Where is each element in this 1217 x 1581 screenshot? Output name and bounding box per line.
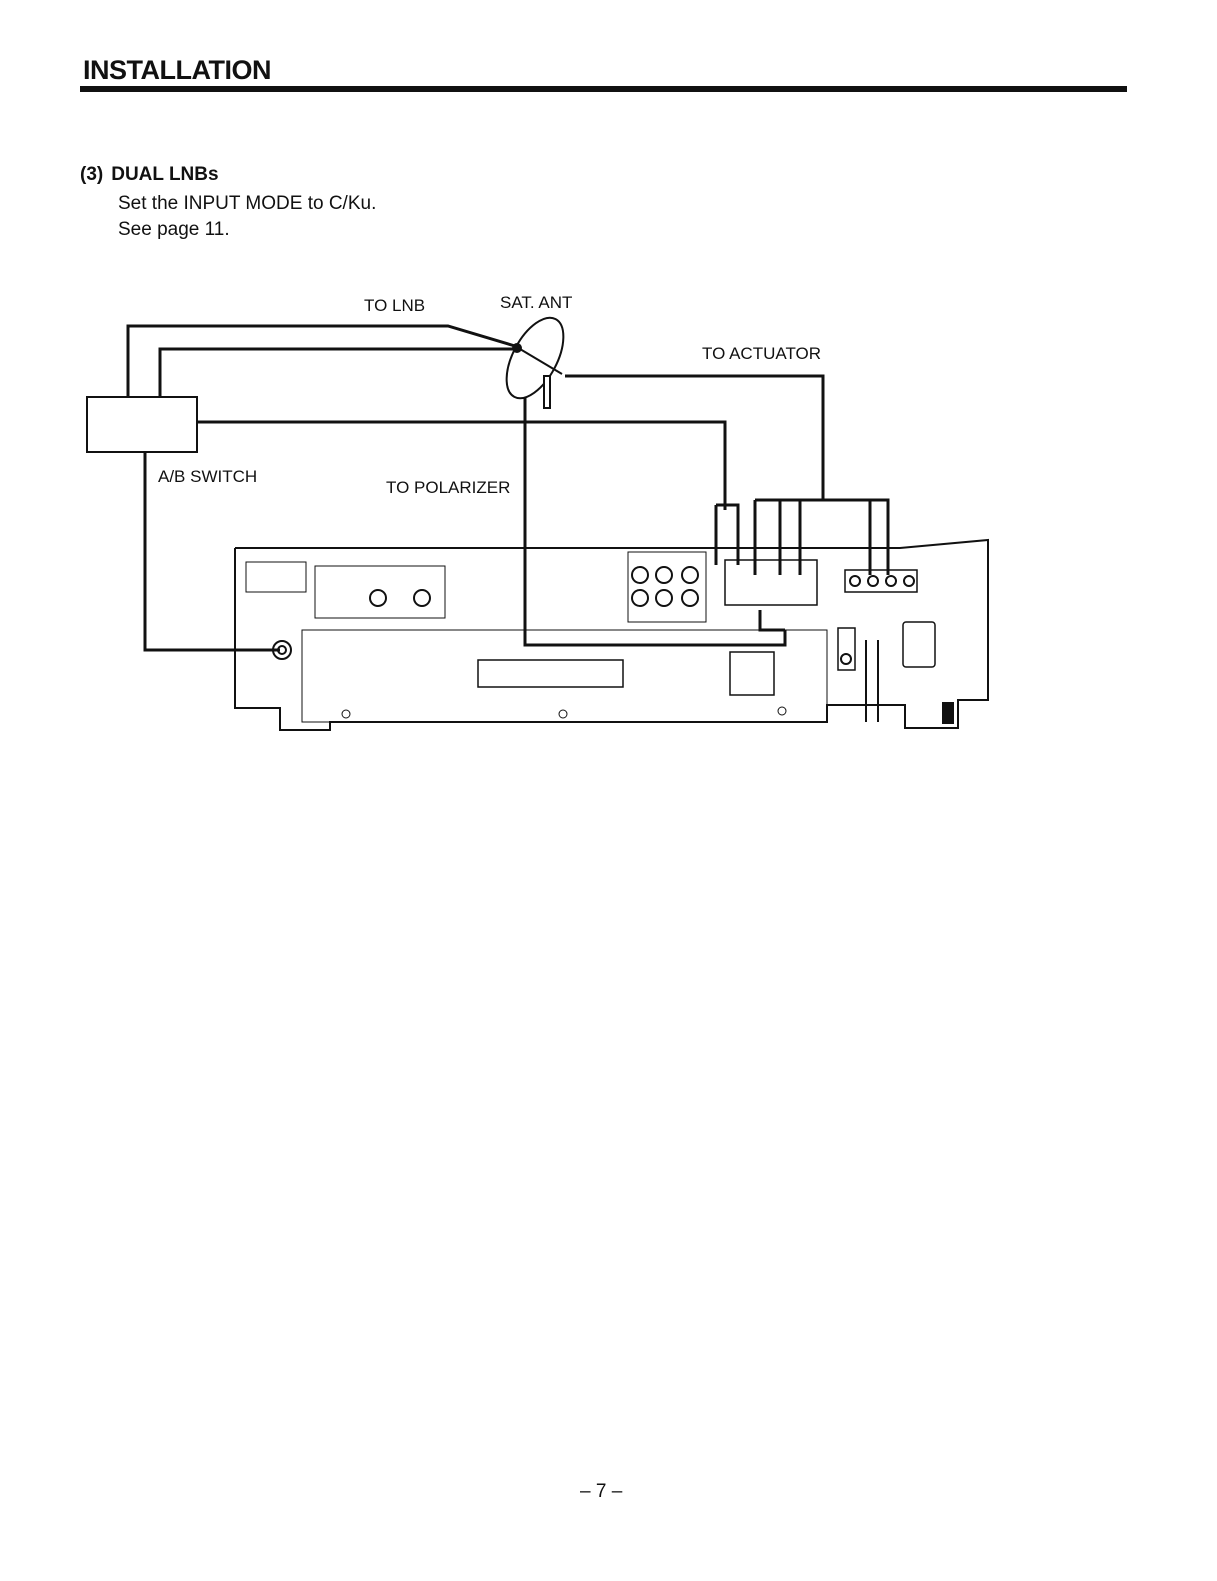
page-number: – 7 – bbox=[580, 1481, 622, 1503]
label-to-actuator: TO ACTUATOR bbox=[702, 344, 821, 364]
label-to-lnb: TO LNB bbox=[364, 296, 425, 316]
cable-actuator bbox=[565, 376, 823, 500]
cable-lnb-a bbox=[128, 326, 515, 398]
cable-lnb-b bbox=[160, 349, 515, 398]
satellite-dish-icon bbox=[495, 309, 575, 408]
receiver-rear-panel bbox=[235, 540, 988, 730]
label-sat-ant: SAT. ANT bbox=[500, 293, 572, 313]
label-ab-switch: A/B SWITCH bbox=[158, 467, 257, 487]
label-to-polarizer: TO POLARIZER bbox=[386, 478, 510, 498]
cable-polarizer bbox=[525, 370, 785, 645]
ab-switch-box bbox=[87, 397, 197, 452]
